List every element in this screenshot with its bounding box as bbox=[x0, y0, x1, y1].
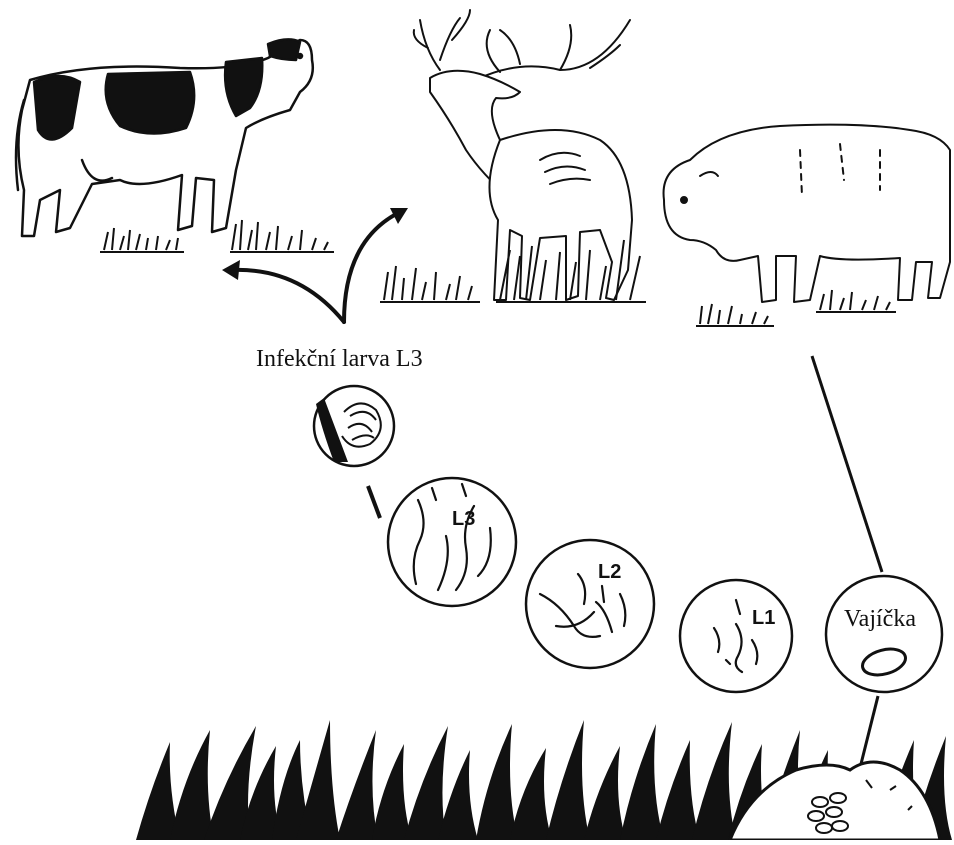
stage-l1-circle bbox=[680, 580, 792, 692]
arrowhead-cow bbox=[222, 260, 240, 280]
stage-l3-circle bbox=[388, 478, 516, 606]
arrow-to-cow bbox=[234, 270, 344, 322]
connector-bison-eggs bbox=[812, 356, 882, 572]
stage-l2-label: L2 bbox=[598, 561, 621, 583]
bison-icon bbox=[664, 125, 950, 302]
stage-l3-label: L3 bbox=[452, 508, 475, 530]
infective-larva-label: Infekční larva L3 bbox=[256, 346, 423, 372]
infection-arrows bbox=[234, 212, 400, 322]
stage-eggs-circle bbox=[826, 576, 942, 692]
infective-larva-circle bbox=[314, 386, 394, 466]
connector-l3-infective bbox=[368, 486, 380, 518]
arrow-to-deer bbox=[344, 212, 400, 322]
stage-eggs-label: Vajíčka bbox=[844, 606, 916, 632]
cow-icon bbox=[16, 39, 313, 236]
stage-l1-label: L1 bbox=[752, 607, 775, 629]
deer-icon bbox=[414, 10, 632, 300]
stage-l2-circle bbox=[526, 540, 654, 668]
